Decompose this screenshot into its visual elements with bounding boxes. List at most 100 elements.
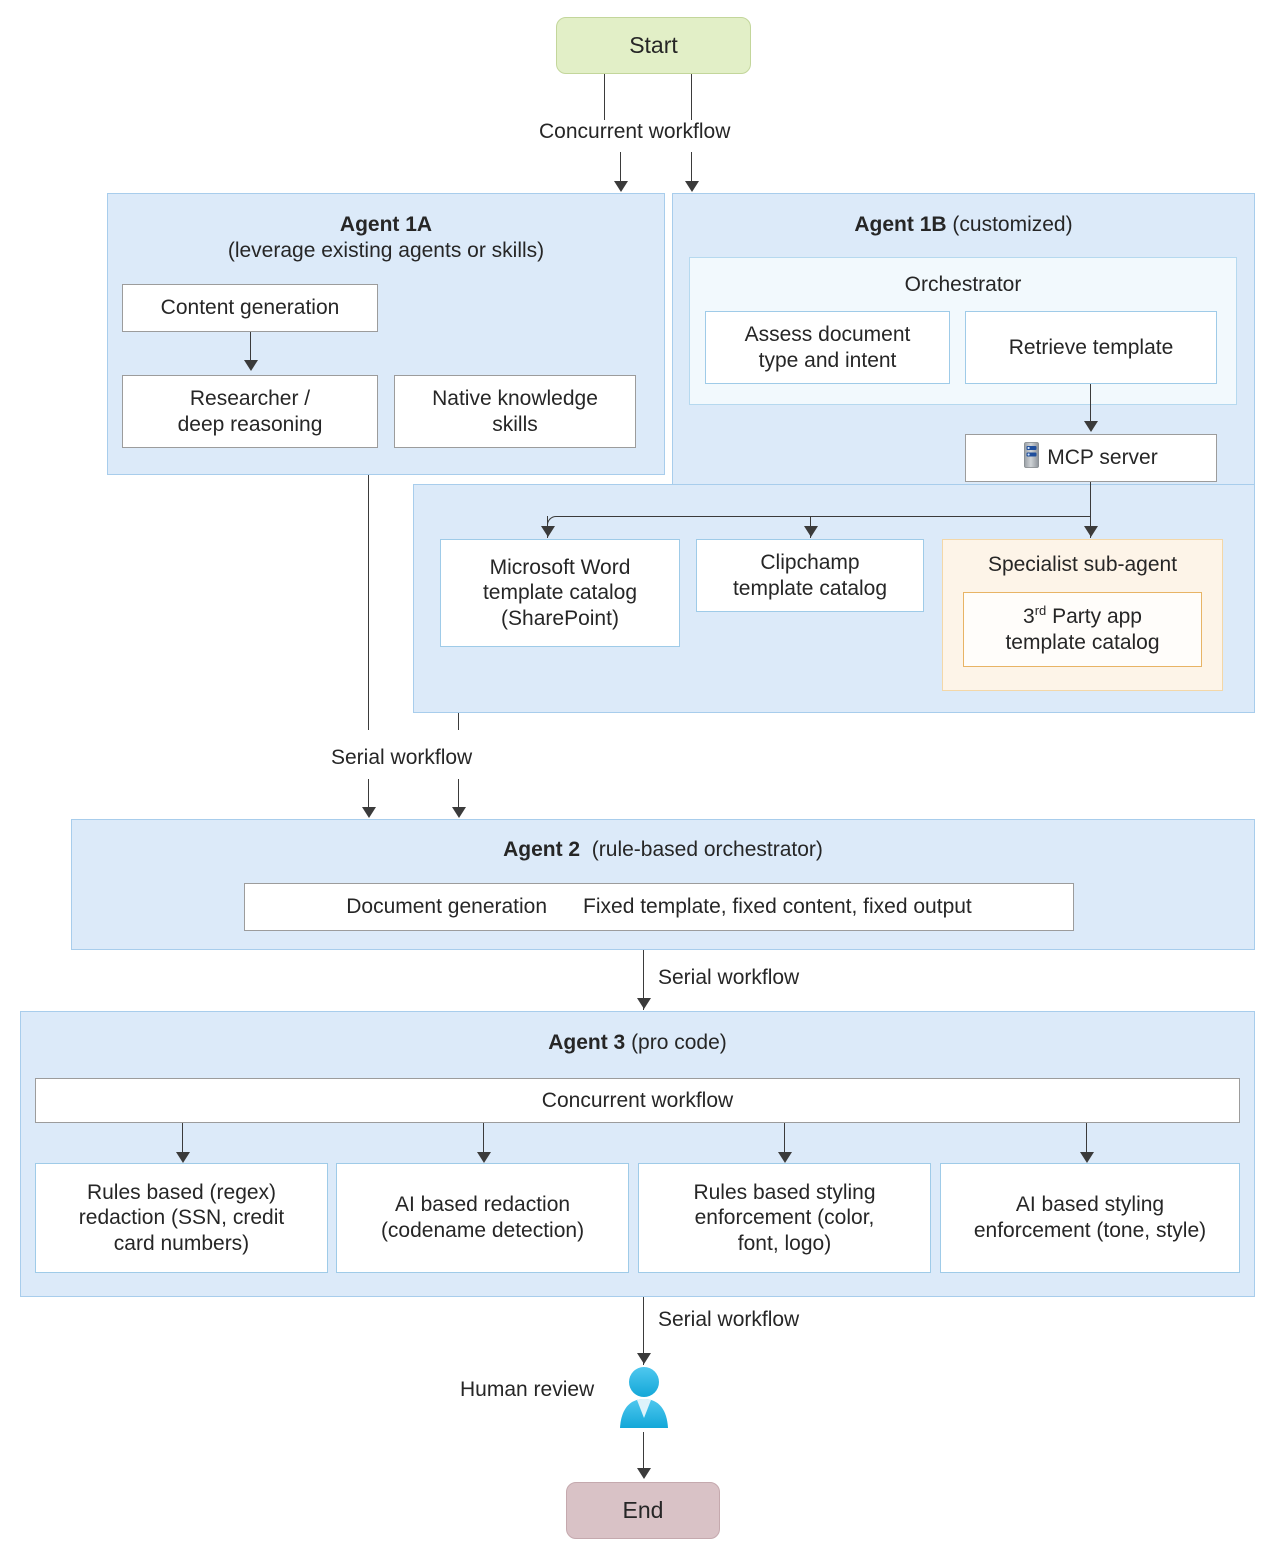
agent-1b-subtitle: (customized) (952, 213, 1073, 236)
end-node[interactable]: End (566, 1482, 720, 1539)
connector-agent3-branch-3-arrow (778, 1152, 792, 1163)
node-retrieve-template[interactable]: Retrieve template (965, 311, 1217, 384)
connector-review-to-end-line (643, 1432, 644, 1477)
connector-agent2-to-agent3-arrow (637, 998, 651, 1009)
connector-agent3-branch-1-line (182, 1123, 183, 1155)
node-ai-based-styling-enforcement[interactable]: AI based styling enforcement (tone, styl… (940, 1163, 1240, 1273)
connector-to-agent1b-line (691, 152, 692, 184)
node-mcp-server-label: MCP server (1047, 446, 1158, 470)
node-native-knowledge-line1: Native knowledge (432, 386, 598, 410)
connector-agent3-to-review-arrow (637, 1353, 651, 1364)
node-clipchamp-template-catalog[interactable]: Clipchamp template catalog (696, 539, 924, 612)
connector-agent3-branch-3-line (784, 1123, 785, 1155)
node-third-party-ordinal-suffix: rd (1034, 603, 1047, 619)
node-native-knowledge-skills[interactable]: Native knowledge skills (394, 375, 636, 448)
node-assess-document-type[interactable]: Assess document type and intent (705, 311, 950, 384)
connector-start-left-stem (604, 74, 605, 120)
node-content-generation-label: Content generation (160, 296, 340, 320)
connector-content-to-researcher-arrow (244, 360, 258, 371)
connector-agent3-branch-1-arrow (176, 1152, 190, 1163)
connector-catalogs-down-line (458, 713, 459, 730)
node-ai-redaction-line1: AI based redaction (394, 1193, 571, 1217)
connector-agent3-branch-4-line (1086, 1123, 1087, 1155)
edge-label-serial-to-agent2: Serial workflow (331, 746, 473, 769)
node-rules-regex-line3: card numbers) (113, 1231, 250, 1255)
node-rules-styling-line3: font, logo) (737, 1231, 832, 1255)
end-label: End (622, 1497, 664, 1523)
start-label: Start (629, 32, 678, 58)
connector-retrieve-to-mcp-line (1090, 384, 1091, 424)
agent-3-title: Agent 3 (pro code) (20, 1029, 1255, 1056)
connector-to-agent1b-arrow (685, 181, 699, 192)
agent-2-title-text: Agent 2 (503, 838, 581, 861)
node-rules-based-regex-redaction[interactable]: Rules based (regex) redaction (SSN, cred… (35, 1163, 328, 1273)
connector-agent3-branch-2-line (483, 1123, 484, 1155)
node-researcher-deep-reasoning[interactable]: Researcher / deep reasoning (122, 375, 378, 448)
node-agent3-concurrent-workflow-label: Concurrent workflow (541, 1088, 734, 1112)
node-rules-regex-line2: redaction (SSN, credit (78, 1206, 285, 1230)
edge-label-concurrent-top: Concurrent workflow (539, 120, 731, 143)
connector-agent1a-down-line (368, 475, 369, 730)
agent-2-subtitle: (rule-based orchestrator) (591, 838, 823, 861)
node-rules-styling-line2: enforcement (color, (694, 1206, 875, 1230)
node-ai-based-redaction[interactable]: AI based redaction (codename detection) (336, 1163, 629, 1273)
edge-label-serial-to-review: Serial workflow (658, 1308, 800, 1331)
connector-to-clipchamp-arrow (804, 526, 818, 537)
connector-to-specialist-arrow (1084, 526, 1098, 537)
node-document-generation[interactable]: Document generation Fixed template, fixe… (244, 883, 1074, 931)
start-node[interactable]: Start (556, 17, 751, 74)
node-agent3-concurrent-workflow[interactable]: Concurrent workflow (35, 1078, 1240, 1123)
node-clipchamp-line1: Clipchamp (760, 550, 860, 574)
agent-1b-title: Agent 1B (customized) (672, 211, 1255, 238)
connector-to-agent1a-line (620, 152, 621, 184)
node-mcp-server[interactable]: MCP server (965, 434, 1217, 482)
node-document-generation-label: Document generation (346, 895, 548, 919)
node-clipchamp-line2: template catalog (732, 576, 888, 600)
connector-to-agent1a-arrow (614, 181, 628, 192)
agent-1a-title: Agent 1A (107, 211, 665, 238)
edge-label-serial-to-agent3: Serial workflow (658, 966, 800, 989)
connector-to-word-arrow (541, 526, 555, 537)
specialist-subagent-label: Specialist sub-agent (987, 553, 1178, 576)
connector-content-to-researcher-line (250, 332, 251, 363)
connector-retrieve-to-mcp-arrow (1084, 421, 1098, 432)
connector-agent2-to-agent3-line (643, 950, 644, 1010)
node-third-party-line2: template catalog (1005, 631, 1160, 654)
connector-start-right-stem (691, 74, 692, 120)
connector-review-to-end-arrow (637, 1468, 651, 1479)
node-native-knowledge-line2: skills (492, 412, 538, 436)
node-rules-regex-line1: Rules based (regex) (86, 1180, 277, 1204)
node-researcher-line1: Researcher / (189, 386, 311, 410)
connector-agent3-branch-2-arrow (477, 1152, 491, 1163)
node-third-party-template-catalog[interactable]: 3rd Party app template catalog (963, 592, 1202, 667)
node-researcher-line2: deep reasoning (177, 412, 323, 436)
connector-catalogs-to-agent2-line (458, 779, 459, 810)
connector-agent3-branch-4-arrow (1080, 1152, 1094, 1163)
orchestrator-label: Orchestrator (904, 273, 1022, 296)
node-assess-line1: Assess document (744, 322, 911, 346)
node-third-party-line1: 3rd Party app (1023, 603, 1142, 630)
node-third-party-line1-rest: Party app (1046, 605, 1142, 629)
connector-agent3-to-review-line (643, 1297, 644, 1365)
node-assess-line2: type and intent (758, 348, 897, 372)
node-word-template-catalog[interactable]: Microsoft Word template catalog (SharePo… (440, 539, 680, 647)
human-review-label: Human review (460, 1378, 595, 1401)
node-content-generation[interactable]: Content generation (122, 284, 378, 332)
server-icon (1024, 441, 1040, 475)
connector-agent1a-to-agent2-arrow (362, 807, 376, 818)
node-ai-redaction-line2: (codename detection) (380, 1219, 585, 1242)
agent-1b-title-text: Agent 1B (854, 213, 947, 236)
node-ai-styling-line1: AI based styling (1015, 1193, 1165, 1217)
person-icon (617, 1366, 671, 1437)
node-word-line1: Microsoft Word (489, 555, 631, 579)
node-word-line3: (SharePoint) (501, 606, 619, 630)
connector-mcp-stem (1090, 482, 1091, 517)
agent-1a-title-text: Agent 1A (339, 213, 433, 236)
node-rules-based-styling-enforcement[interactable]: Rules based styling enforcement (color, … (638, 1163, 931, 1273)
agent-1a-subtitle: (leverage existing agents or skills) (227, 239, 545, 262)
connector-catalog-bus (547, 516, 1090, 534)
node-word-line2: template catalog (482, 581, 638, 605)
connector-catalogs-to-agent2-arrow (452, 807, 466, 818)
agent-3-subtitle: (pro code) (631, 1031, 727, 1054)
